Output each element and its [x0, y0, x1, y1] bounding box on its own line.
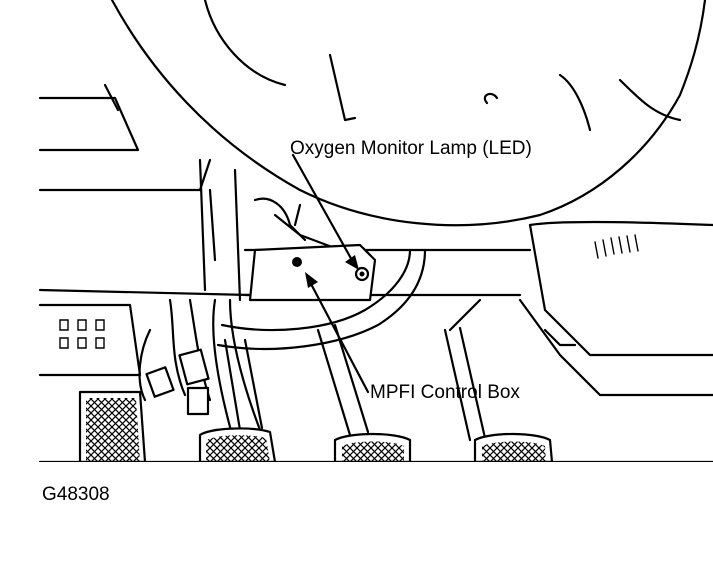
figure-id: G48308: [42, 484, 110, 505]
leader-oxygen-lamp: [291, 153, 359, 270]
pedal-accelerator-mid: [316, 323, 412, 462]
steering-column-cover: [110, 0, 707, 227]
leader-control-box: [305, 272, 370, 394]
dash-panel-left: [38, 83, 252, 302]
fuse-block: [38, 303, 142, 377]
connector-plug: [178, 348, 210, 386]
label-oxygen-monitor-lamp: Oxygen Monitor Lamp (LED): [290, 138, 532, 159]
pedal-accelerator: [443, 298, 554, 462]
label-mpfi-control-box: MPFI Control Box: [370, 382, 520, 403]
pedal-brake: [198, 338, 277, 462]
connector-plug-2: [145, 366, 175, 398]
mpfi-control-box: [248, 243, 377, 302]
connector-wires: [138, 298, 262, 462]
wire-harness-loop: [216, 248, 427, 350]
box-mounting-hole: [292, 257, 302, 267]
pedal-clutch: [78, 390, 147, 462]
connector-plug-3: [186, 386, 210, 416]
center-console: [518, 220, 713, 397]
console-vent: [594, 234, 639, 259]
